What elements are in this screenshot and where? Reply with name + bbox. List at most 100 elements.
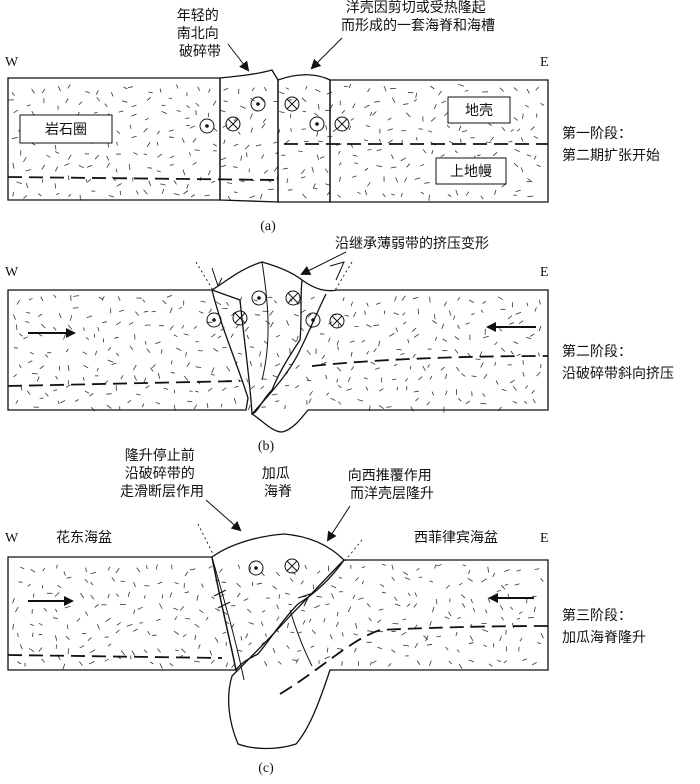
texture-tick bbox=[336, 378, 339, 383]
stage-label: 第一阶段： 第二期扩张开始 bbox=[562, 125, 660, 164]
texture-tick bbox=[58, 313, 62, 319]
texture-tick bbox=[136, 567, 141, 573]
texture-tick bbox=[426, 643, 433, 646]
texture-tick bbox=[417, 308, 420, 315]
texture-tick bbox=[414, 177, 421, 180]
texture-tick bbox=[355, 622, 357, 629]
texture-tick bbox=[128, 322, 134, 326]
texture-tick bbox=[173, 389, 176, 394]
texture-tick bbox=[128, 86, 133, 88]
texture-tick bbox=[347, 606, 352, 613]
texture-tick bbox=[192, 137, 197, 143]
texture-tick bbox=[355, 577, 359, 582]
texture-tick bbox=[227, 195, 231, 201]
texture-tick bbox=[390, 154, 394, 160]
out-of-page-icon bbox=[248, 560, 264, 576]
moho-east bbox=[279, 625, 549, 695]
texture-tick bbox=[350, 301, 353, 307]
texture-tick bbox=[378, 405, 385, 410]
texture-tick bbox=[160, 183, 166, 186]
texture-tick bbox=[157, 372, 161, 380]
texture-tick bbox=[196, 594, 199, 601]
texture-tick bbox=[492, 572, 496, 578]
texture-tick bbox=[261, 610, 266, 613]
texture-tick bbox=[522, 658, 528, 662]
texture-tick bbox=[396, 386, 399, 391]
texture-tick bbox=[62, 663, 66, 670]
texture-tick bbox=[420, 191, 425, 195]
texture-tick bbox=[107, 643, 112, 647]
texture-tick bbox=[424, 182, 430, 184]
texture-tick bbox=[325, 374, 328, 380]
texture-tick bbox=[168, 129, 174, 132]
texture-tick bbox=[357, 399, 364, 402]
texture-tick bbox=[488, 663, 493, 667]
texture-tick bbox=[67, 648, 70, 655]
texture-tick bbox=[137, 606, 143, 610]
texture-tick bbox=[465, 400, 471, 405]
texture-tick bbox=[278, 594, 281, 599]
texture-tick bbox=[255, 144, 262, 147]
texture-tick bbox=[220, 403, 223, 408]
texture-tick bbox=[25, 169, 32, 172]
east-label: E bbox=[540, 265, 549, 280]
texture-tick bbox=[145, 565, 148, 570]
texture-tick bbox=[289, 348, 291, 355]
texture-tick bbox=[220, 164, 227, 168]
texture-tick bbox=[195, 366, 202, 368]
moho-west bbox=[7, 380, 241, 387]
texture-tick bbox=[15, 606, 19, 613]
texture-tick bbox=[361, 339, 366, 343]
texture-tick bbox=[494, 341, 498, 346]
texture-tick bbox=[19, 333, 23, 337]
texture-tick bbox=[106, 404, 112, 409]
texture-tick bbox=[260, 385, 265, 390]
texture-tick bbox=[520, 137, 524, 142]
texture-tick bbox=[414, 642, 419, 648]
texture-tick bbox=[531, 389, 535, 394]
texture-tick bbox=[115, 321, 122, 326]
texture-tick bbox=[535, 86, 540, 91]
texture-tick bbox=[30, 569, 36, 573]
upper-mantle-label: 上地幔 bbox=[450, 164, 492, 180]
texture-tick bbox=[263, 340, 268, 344]
texture-tick bbox=[38, 622, 43, 626]
texture-tick bbox=[208, 308, 213, 314]
texture-tick bbox=[503, 660, 507, 664]
texture-tick bbox=[431, 391, 435, 396]
texture-tick bbox=[259, 351, 262, 357]
texture-tick bbox=[223, 139, 226, 145]
texture-tick bbox=[181, 648, 186, 654]
texture-tick bbox=[337, 194, 341, 198]
moho-east bbox=[311, 355, 549, 367]
texture-tick bbox=[11, 137, 18, 140]
texture-tick bbox=[169, 164, 174, 166]
texture-tick bbox=[116, 352, 119, 357]
texture-tick bbox=[94, 154, 99, 160]
texture-tick bbox=[391, 193, 396, 196]
west-philippine-basin-label: 西菲律宾海盆 bbox=[414, 530, 498, 546]
texture-tick bbox=[207, 170, 211, 176]
texture-tick bbox=[487, 597, 491, 603]
texture-tick bbox=[157, 153, 163, 158]
texture-tick bbox=[526, 154, 532, 157]
texture-tick bbox=[133, 581, 136, 587]
texture-tick bbox=[429, 375, 433, 380]
texture-tick bbox=[482, 335, 489, 339]
texture-tick bbox=[335, 621, 339, 627]
texture-tick bbox=[129, 124, 132, 129]
thrust-arrow bbox=[326, 505, 351, 542]
texture-tick bbox=[391, 576, 396, 581]
texture-tick bbox=[131, 104, 137, 108]
texture-tick bbox=[170, 371, 175, 374]
texture-tick bbox=[294, 385, 300, 389]
texture-tick bbox=[220, 157, 227, 161]
texture-tick bbox=[107, 566, 111, 571]
texture-tick bbox=[461, 373, 466, 377]
texture-tick bbox=[98, 296, 104, 300]
texture-tick bbox=[446, 124, 450, 129]
into-page-icon bbox=[284, 558, 300, 574]
texture-tick bbox=[222, 631, 227, 634]
texture-tick bbox=[377, 647, 383, 649]
texture-tick bbox=[519, 611, 523, 614]
